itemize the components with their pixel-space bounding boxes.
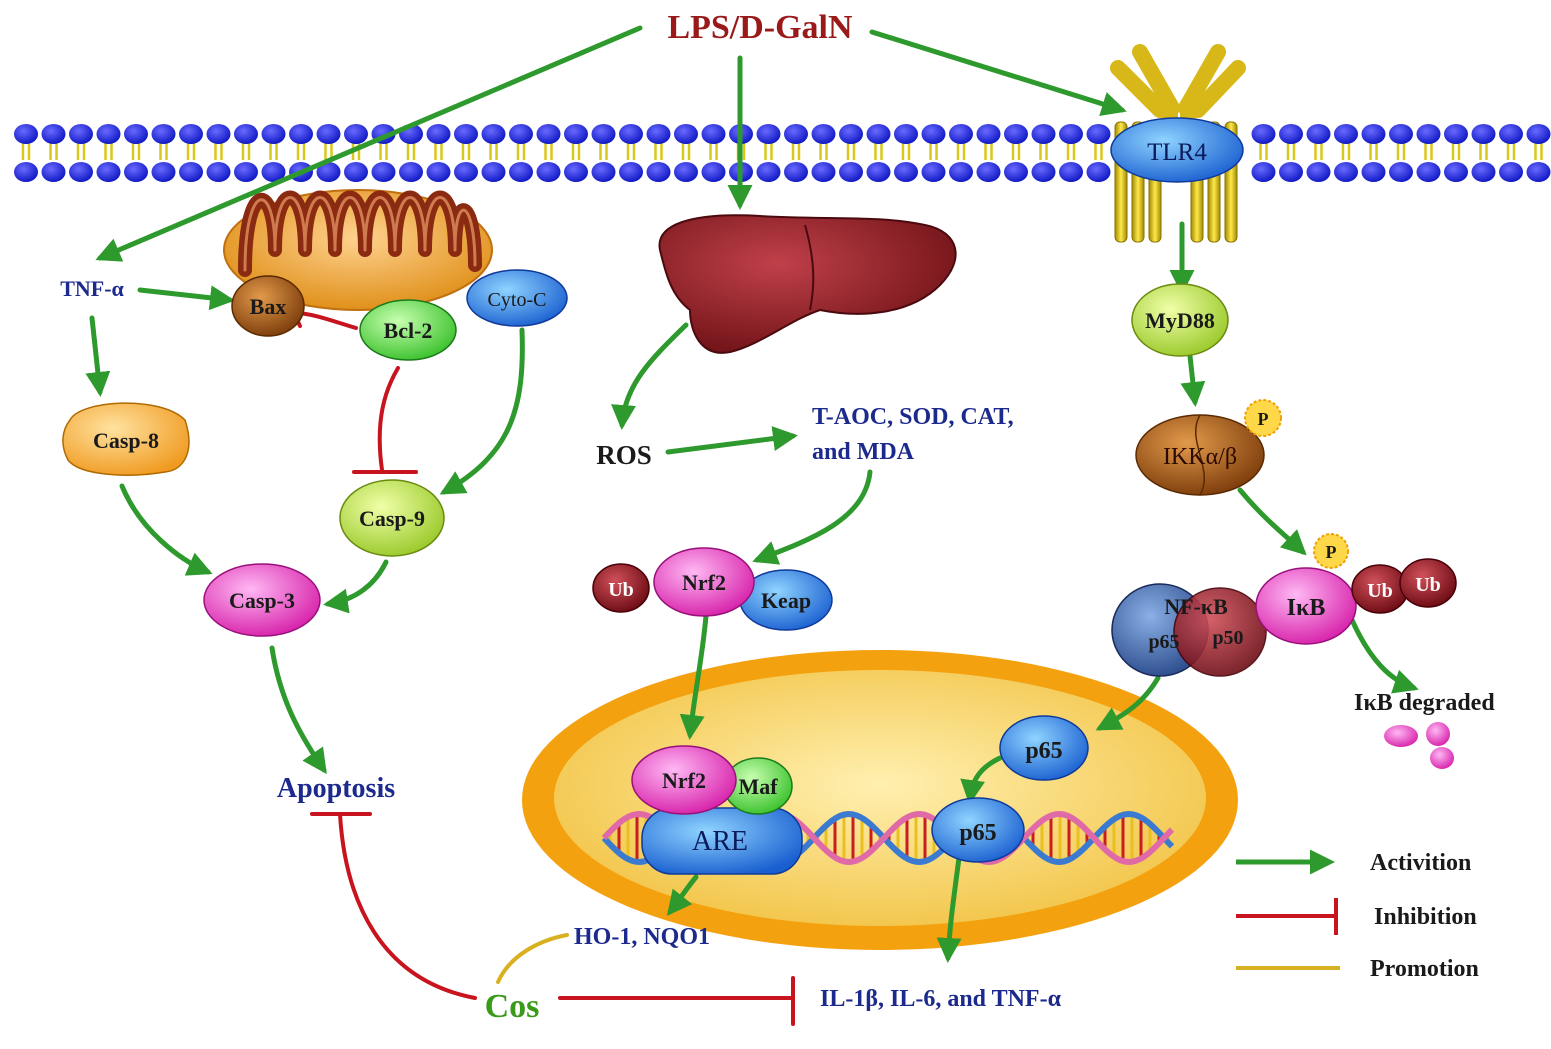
cos-label: Cos (485, 988, 540, 1025)
ub-ikb-1-label: Ub (1367, 580, 1393, 602)
molecule-nrf2: Nrf2 (653, 547, 755, 617)
ikb-label: IκB (1287, 595, 1326, 621)
molecule-nfkb-complex: NF-κB p65 p50 (1111, 583, 1267, 677)
molecule-ub-ikb-1: Ub (1351, 564, 1409, 614)
diagram-title: LPS/D-GalN (667, 9, 853, 46)
molecule-casp8: Casp-8 (62, 402, 190, 476)
nucleus (522, 650, 1238, 950)
molecule-are: ARE (641, 807, 803, 875)
markers-line2: and MDA (812, 439, 915, 465)
legend-activation-label: Activition (1370, 850, 1471, 876)
activation-arrows (85, 25, 1419, 963)
promotion-line (496, 933, 569, 984)
phosphate-ikb-label: P (1326, 542, 1337, 562)
tlr4-receptor: TLR4 (1110, 44, 1246, 243)
nfkb-p50-label: p50 (1212, 627, 1243, 649)
phosphate-ikb-icon: P (1313, 533, 1349, 569)
p65-nuclear-label: p65 (959, 820, 996, 846)
ub-nrf2-label: Ub (608, 579, 634, 601)
markers-line1: T-AOC, SOD, CAT, (812, 404, 1014, 430)
casp9-label: Casp-9 (359, 506, 425, 531)
ikb-fragments-icon (1384, 722, 1454, 769)
legend-inhibition-line (1236, 898, 1338, 935)
mitochondrion (223, 189, 493, 311)
nrf2-nuclear-label: Nrf2 (662, 768, 706, 793)
molecule-maf: Maf (723, 757, 793, 815)
p65-cytoplasm-label: p65 (1025, 738, 1062, 764)
ub-ikb-2-label: Ub (1415, 574, 1441, 596)
molecule-casp9: Casp-9 (339, 479, 445, 557)
myd88-label: MyD88 (1145, 308, 1215, 333)
phosphate-ikk-icon: P (1244, 399, 1282, 437)
molecule-cyto-c: Cyto-C (466, 269, 568, 327)
legend-inhibition-label: Inhibition (1374, 904, 1477, 930)
nfkb-label: NF-κB (1164, 594, 1228, 619)
cyto-c-label: Cyto-C (488, 289, 547, 311)
cell-membrane (14, 124, 1551, 182)
molecule-ub-nrf2: Ub (592, 563, 650, 613)
ho1-nqo1-label: HO-1, NQO1 (574, 924, 710, 950)
maf-label: Maf (738, 774, 778, 799)
molecule-bcl2: Bcl-2 (359, 299, 457, 361)
molecule-myd88: MyD88 (1131, 283, 1229, 357)
phosphate-ikk-label: P (1258, 409, 1269, 429)
are-label: ARE (692, 826, 748, 857)
liver-icon (658, 214, 957, 354)
molecule-nrf2-nuclear: Nrf2 (631, 745, 737, 815)
molecule-p65-cytoplasm: p65 (999, 715, 1089, 781)
keap-label: Keap (761, 588, 811, 613)
ikk-label: IKKα/β (1163, 444, 1237, 470)
ikb-degraded-label: IκB degraded (1354, 690, 1495, 716)
molecule-keap: Keap (739, 569, 833, 631)
legend: Activition Inhibition Promotion (1236, 849, 1479, 982)
ros-label: ROS (596, 440, 652, 470)
tnf-alpha-label: TNF-α (60, 276, 124, 301)
legend-promotion-label: Promotion (1370, 956, 1479, 982)
molecule-casp3: Casp-3 (203, 563, 321, 637)
bax-label: Bax (250, 294, 287, 319)
molecule-bax: Bax (231, 275, 305, 337)
molecule-p65-nuclear: p65 (931, 797, 1025, 863)
cytokines-label: IL-1β, IL-6, and TNF-α (820, 986, 1062, 1012)
molecule-ikk: IKKα/β (1135, 414, 1265, 496)
casp3-label: Casp-3 (229, 588, 295, 613)
nrf2-label: Nrf2 (682, 570, 726, 595)
casp8-label: Casp-8 (93, 428, 159, 453)
tlr4-label: TLR4 (1147, 139, 1207, 166)
apoptosis-label: Apoptosis (277, 773, 395, 804)
molecule-ikb: IκB (1255, 567, 1357, 645)
nfkb-p65-label: p65 (1148, 631, 1179, 653)
bcl2-label: Bcl-2 (384, 318, 433, 343)
molecule-ub-ikb-2: Ub (1399, 558, 1457, 608)
